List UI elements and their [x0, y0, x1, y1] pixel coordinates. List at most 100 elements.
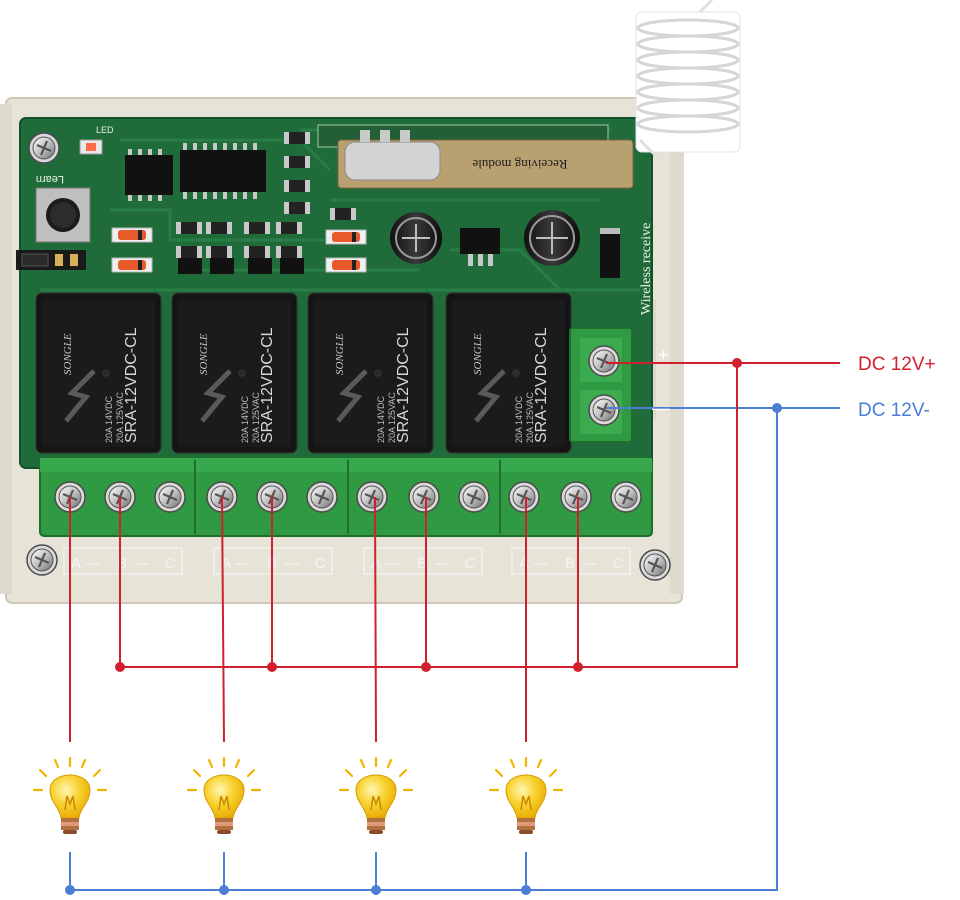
receiving-module: Receiving module [317, 124, 634, 189]
transistors [178, 258, 304, 274]
relay-brand-label: SONGLE [198, 333, 210, 375]
positive-junction-dot [573, 662, 583, 672]
a-terminal-wire-2 [221, 496, 225, 743]
relay-rating-label-1: 20A 14VDC [376, 395, 386, 443]
positive-junction-dot [732, 358, 742, 368]
jumper-header[interactable] [16, 250, 86, 270]
negative-junction-dot [772, 403, 782, 413]
terminal-separator: — [533, 555, 548, 572]
terminal-b-label: B [565, 555, 575, 572]
positive-junction-dot [267, 662, 277, 672]
learn-label: Learn [36, 173, 64, 185]
terminal-separator: — [135, 555, 150, 572]
terminal-label-group-1: A—B—C [63, 547, 183, 575]
terminal-separator: — [583, 555, 598, 572]
relay-brand-label: SONGLE [334, 333, 346, 375]
terminal-label-group-4: A—B—C [511, 547, 631, 575]
negative-junction-dot [65, 885, 75, 895]
relay-model-label: SRA-12VDC-CL [259, 327, 276, 443]
relay-rating-label-2: 20A 125VAC [251, 392, 261, 443]
positive-junction-dot [115, 662, 125, 672]
receiving-module-label: Receiving module [472, 157, 567, 172]
wiring [68, 362, 840, 891]
terminal-separator: — [385, 555, 400, 572]
negative-junction-dot [371, 885, 381, 895]
rectifier-diode [600, 228, 620, 278]
output-screw-11[interactable] [559, 480, 593, 514]
terminal-b-label: B [117, 555, 127, 572]
branch-wires [65, 358, 782, 895]
relay-rating-label-1: 20A 14VDC [240, 395, 250, 443]
terminal-c-label: C [315, 555, 326, 572]
mount-screw-bottom-right [638, 548, 672, 582]
power-terminal-block [569, 327, 633, 443]
positive-junction-dot [421, 662, 431, 672]
dc-negative-label: DC 12V- [858, 400, 930, 421]
antenna-coil [635, 0, 741, 162]
relay-rating-label-2: 20A 125VAC [525, 392, 535, 443]
relay-model-label: SRA-12VDC-CL [123, 327, 140, 443]
terminal-separator: — [435, 555, 450, 572]
negative-riser [68, 408, 778, 891]
output-terminal-block [39, 457, 653, 537]
relay-rating-label-2: 20A 125VAC [115, 392, 125, 443]
relay-rating-label-1: 20A 14VDC [514, 395, 524, 443]
output-screw-7[interactable] [355, 480, 389, 514]
wireless-receive-label: Wireless receive [639, 223, 654, 315]
relay-model-label: SRA-12VDC-CL [395, 327, 412, 443]
output-screw-10[interactable] [507, 480, 541, 514]
terminal-a-label: A [519, 555, 529, 572]
bulb-group [32, 756, 564, 836]
relay-brand-label: SONGLE [62, 333, 74, 375]
terminal-b-label: B [417, 555, 427, 572]
light-bulb-icon [488, 756, 564, 836]
relay-model-label: SRA-12VDC-CL [533, 327, 550, 443]
terminal-separator: — [235, 555, 250, 572]
voltage-regulator [460, 228, 500, 266]
terminal-c-label: C [165, 555, 176, 572]
terminal-separator: — [85, 555, 100, 572]
ic-chip-small [125, 149, 173, 201]
capacitor-right [524, 210, 580, 266]
dc-positive-label: DC 12V+ [858, 354, 936, 375]
terminal-c-label: C [613, 555, 624, 572]
output-screw-8[interactable] [407, 480, 441, 514]
learn-button[interactable]: Learn [35, 173, 91, 243]
relay-rating-label-1: 20A 14VDC [104, 395, 114, 443]
output-screw-9[interactable] [457, 480, 491, 514]
a-terminal-wire-3 [374, 496, 377, 743]
terminal-a-label: A [221, 555, 231, 572]
terminal-c-label: C [465, 555, 476, 572]
ic-chip-decoder [180, 143, 266, 199]
output-screw-12[interactable] [609, 480, 643, 514]
power-screw-positive[interactable] [587, 344, 621, 378]
terminal-a-label: A [71, 555, 81, 572]
light-bulb-icon [338, 756, 414, 836]
relay-brand-label: SONGLE [472, 333, 484, 375]
led-label: LED [96, 125, 114, 135]
negative-junction-dot [521, 885, 531, 895]
capacitor-left [390, 212, 442, 264]
terminal-labels: A—B—CA—B—CA—B—CA—B—C [63, 547, 631, 575]
positive-riser [120, 363, 738, 668]
relay-rating-label-2: 20A 125VAC [387, 392, 397, 443]
plus-sign: + [658, 345, 669, 365]
terminal-label-group-3: A—B—C [363, 547, 483, 575]
light-bulb-icon [186, 756, 262, 836]
mount-screw-bottom-left [25, 543, 59, 577]
output-screw-6[interactable] [305, 480, 339, 514]
minus-sign: — [652, 398, 670, 418]
light-bulb-icon [32, 756, 108, 836]
mount-screw-top-left [27, 131, 61, 165]
led-indicator: LED [79, 125, 114, 155]
negative-junction-dot [219, 885, 229, 895]
power-screw-negative[interactable] [587, 393, 621, 427]
terminal-separator: — [285, 555, 300, 572]
output-screw-3[interactable] [153, 480, 187, 514]
